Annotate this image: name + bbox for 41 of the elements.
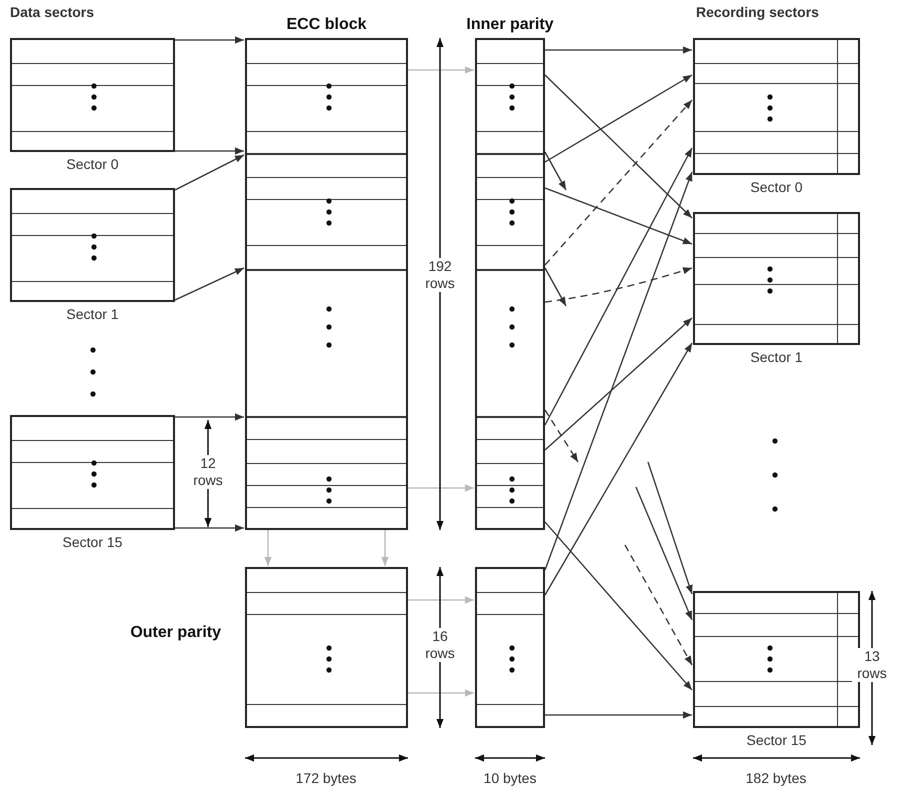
sector-caption: Sector 15 <box>746 732 806 748</box>
arrow <box>408 484 474 492</box>
arrow <box>544 522 692 690</box>
block-title: Outer parity <box>130 624 221 642</box>
sector-caption: Sector 0 <box>66 156 119 172</box>
dashed-arrow <box>544 267 692 303</box>
arrow <box>408 596 474 604</box>
arrow <box>264 530 272 566</box>
sector-caption: Sector 1 <box>66 306 119 322</box>
arrow <box>174 154 244 191</box>
arrow <box>544 318 692 450</box>
arrow <box>544 152 567 190</box>
sector-caption: Sector 15 <box>62 534 122 550</box>
arrow <box>544 74 692 163</box>
column-heading: Recording sectors <box>696 4 819 21</box>
column-heading: Inner parity <box>466 16 554 34</box>
sector-caption: Sector 1 <box>750 349 803 365</box>
arrow <box>175 36 244 44</box>
arrow <box>647 462 693 594</box>
arrow <box>545 46 692 54</box>
dashed-arrow <box>544 410 579 462</box>
arrow <box>544 74 692 218</box>
arrow <box>408 66 474 74</box>
arrow <box>544 148 693 426</box>
arrow <box>175 147 244 155</box>
column-heading: ECC block <box>286 16 366 34</box>
sector-caption: Sector 0 <box>750 179 803 195</box>
arrow <box>381 530 389 566</box>
arrow <box>544 268 567 306</box>
arrow <box>175 413 244 421</box>
arrow <box>544 172 693 570</box>
inner-parity-block <box>475 567 545 728</box>
arrow <box>545 711 692 719</box>
dashed-arrow <box>544 100 692 266</box>
arrow <box>175 524 244 532</box>
arrow <box>635 486 693 620</box>
arrow <box>544 187 692 245</box>
arrow <box>408 689 474 697</box>
dashed-arrow <box>624 544 693 666</box>
arrow <box>174 267 244 301</box>
arrow <box>544 342 693 596</box>
